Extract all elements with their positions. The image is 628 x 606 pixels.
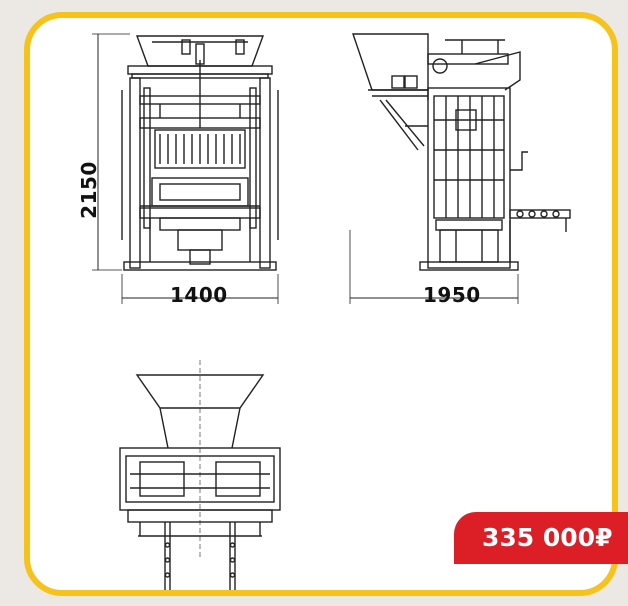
price-badge: 335 000₽ [454,512,628,564]
height-dimension-label: 2150 [76,161,101,219]
currency-symbol: ₽ [595,523,613,552]
front-view [92,33,279,304]
spec-card [24,12,618,596]
width-dimension-label: 1400 [170,283,228,307]
side-view [349,33,571,304]
price-amount: 335 000 [482,523,596,552]
top-view [119,360,281,590]
length-dimension-label: 1950 [423,283,481,307]
